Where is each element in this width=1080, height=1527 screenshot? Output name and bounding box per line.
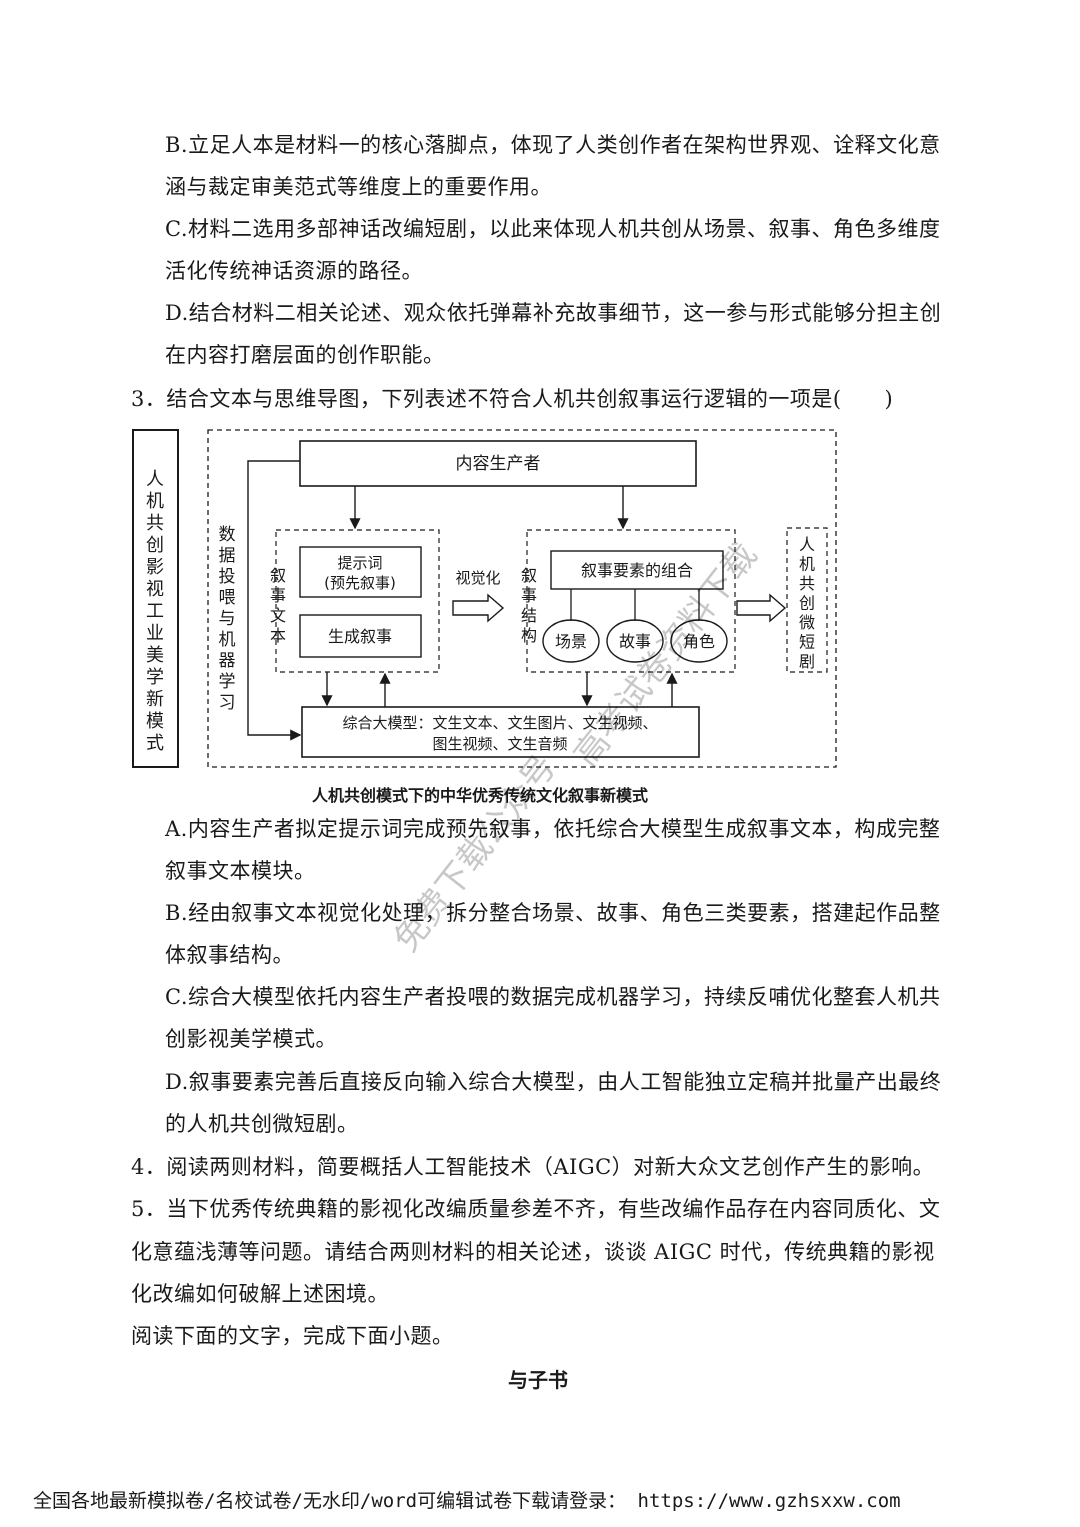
q3-option-b-line1: B.经由叙事文本视觉化处理，拆分整合场景、故事、角色三类要素，搭建起作品整 [165, 901, 941, 925]
narrative-text-label: 叙事文本 [270, 566, 286, 645]
narrative-structure-label: 叙事结构 [521, 566, 537, 645]
role-text: 角色 [683, 632, 715, 651]
diagram-caption: 人机共创模式下的中华优秀传统文化叙事新模式 [312, 786, 649, 805]
visualize-arrow [452, 593, 505, 623]
generate-box [299, 614, 422, 658]
vertical-char: 视 [146, 579, 164, 600]
output-box [786, 527, 828, 673]
vertical-char: 短 [799, 633, 815, 652]
q2-option-c-line1: C.材料二选用多部神话改编短剧，以此来体现人机共创从场景、叙事、角色多维度 [165, 217, 941, 241]
vertical-char: 机 [219, 630, 236, 650]
vertical-char: 机 [799, 555, 815, 574]
vertical-char: 叙 [270, 566, 286, 585]
content-producer-text: 内容生产者 [456, 454, 541, 474]
q4-text: 4．阅读两则材料，简要概括人工智能技术（AIGC）对新大众文艺创作产生的影响。 [131, 1155, 935, 1179]
vertical-char: 事 [521, 586, 537, 605]
model-text-line2: 图生视频、文生音频 [432, 735, 567, 753]
narrative-text-module [275, 529, 440, 673]
prompt-text: 提示词 [337, 554, 382, 572]
q3-option-d-line1: D.叙事要素完善后直接反向输入综合大模型，由人工智能独立定稿并批量产出最终 [165, 1070, 942, 1094]
vertical-char: 创 [146, 535, 164, 556]
vertical-char: 习 [219, 693, 236, 713]
prompt-box [299, 546, 422, 598]
q5-line3: 化改编如何破解上述困境。 [131, 1282, 389, 1306]
vertical-char: 文 [270, 606, 286, 625]
vertical-char: 影 [146, 557, 164, 578]
vertical-char: 模 [146, 711, 164, 732]
q3-option-a-line2: 叙事文本模块。 [165, 859, 316, 883]
vertical-char: 共 [799, 574, 815, 593]
model-text-line1: 综合大模型：文生文本、文生图片、文生视频、 [342, 714, 657, 732]
footer-download-notice: 全国各地最新模拟卷/名校试卷/无水印/word可编辑试卷下载请登录： https… [33, 1490, 901, 1512]
story-text: 故事 [619, 632, 651, 651]
vertical-char: 剧 [799, 652, 815, 671]
visualize-label: 视觉化 [455, 569, 500, 587]
vertical-char: 微 [799, 613, 815, 632]
q2-option-c-line2: 活化传统神话资源的路径。 [165, 259, 423, 283]
vertical-char: 事 [270, 586, 286, 605]
vertical-char: 人 [146, 469, 164, 490]
q3-option-d-line2: 的人机共创微短剧。 [165, 1112, 359, 1136]
q3-option-b-line2: 体叙事结构。 [165, 943, 294, 967]
section-title: 与子书 [508, 1368, 568, 1392]
q2-option-b-line1: B.立足人本是材料一的核心落脚点，体现了人类创作者在架构世界观、诠释文化意 [165, 133, 941, 157]
vertical-char: 喂 [219, 588, 236, 608]
vertical-char: 与 [219, 609, 236, 629]
comprehensive-model-box [301, 706, 700, 758]
outer-dashed-frame [207, 429, 837, 768]
vertical-char: 式 [146, 733, 164, 754]
reading-instruction: 阅读下面的文字，完成下面小题。 [131, 1324, 454, 1348]
scene-ellipse [542, 619, 600, 663]
vertical-char: 人 [799, 535, 815, 554]
vertical-char: 叙 [521, 566, 537, 585]
vertical-char: 本 [270, 626, 286, 645]
vertical-char: 工 [146, 601, 164, 622]
q3-stem: 3．结合文本与思维导图，下列表述不符合人机共创叙事运行逻辑的一项是( ) [131, 387, 894, 411]
vertical-char: 机 [146, 491, 164, 512]
data-feed-arrow [247, 460, 302, 741]
to-output-arrow [736, 593, 787, 623]
vertical-char: 学 [219, 672, 236, 692]
vertical-char: 创 [799, 594, 815, 613]
generate-text: 生成叙事 [328, 627, 392, 646]
vertical-char: 美 [146, 645, 164, 666]
q3-option-a-line1: A.内容生产者拟定提示词完成预先叙事，依托综合大模型生成叙事文本，构成完整 [165, 817, 941, 841]
vertical-char: 投 [219, 567, 236, 587]
vertical-char: 结 [521, 606, 537, 625]
q2-option-b-line2: 涵与裁定审美范式等维度上的重要作用。 [165, 175, 552, 199]
q2-option-d-line2: 在内容打磨层面的创作职能。 [165, 343, 445, 367]
vertical-char: 新 [146, 689, 164, 710]
q2-option-d-line1: D.结合材料二相关论述、观众依托弹幕补充故事细节，这一参与形式能够分担主创 [165, 301, 942, 325]
output-label: 人机共创微短剧 [799, 535, 815, 671]
vertical-char: 器 [219, 651, 236, 671]
content-producer-box [299, 440, 697, 487]
role-ellipse [670, 619, 728, 663]
vertical-char: 学 [146, 667, 164, 688]
scene-text: 场景 [555, 632, 587, 651]
vertical-char: 数 [219, 525, 236, 545]
combination-text: 叙事要素的组合 [581, 561, 693, 580]
vertical-char: 业 [146, 623, 164, 644]
prompt-subtext: (预先叙事) [324, 574, 396, 592]
narrative-structure-module [526, 529, 736, 673]
vertical-char: 构 [521, 626, 537, 645]
combination-box [550, 550, 724, 590]
q3-option-c-line2: 创影视美学模式。 [165, 1027, 337, 1051]
vertical-char: 共 [146, 513, 164, 534]
q3-option-c-line1: C.综合大模型依托内容生产者投喂的数据完成机器学习，持续反哺优化整套人机共 [165, 985, 941, 1009]
q5-line1: 5．当下优秀传统典籍的影视化改编质量参差不齐，有些改编作品存在内容同质化、文 [131, 1197, 941, 1221]
q5-line2: 化意蕴浅薄等问题。请结合两则材料的相关论述，谈谈 AIGC 时代，传统典籍的影视 [131, 1240, 935, 1264]
story-ellipse [606, 619, 664, 663]
left-label-box [132, 429, 179, 768]
vertical-char: 据 [219, 546, 236, 566]
